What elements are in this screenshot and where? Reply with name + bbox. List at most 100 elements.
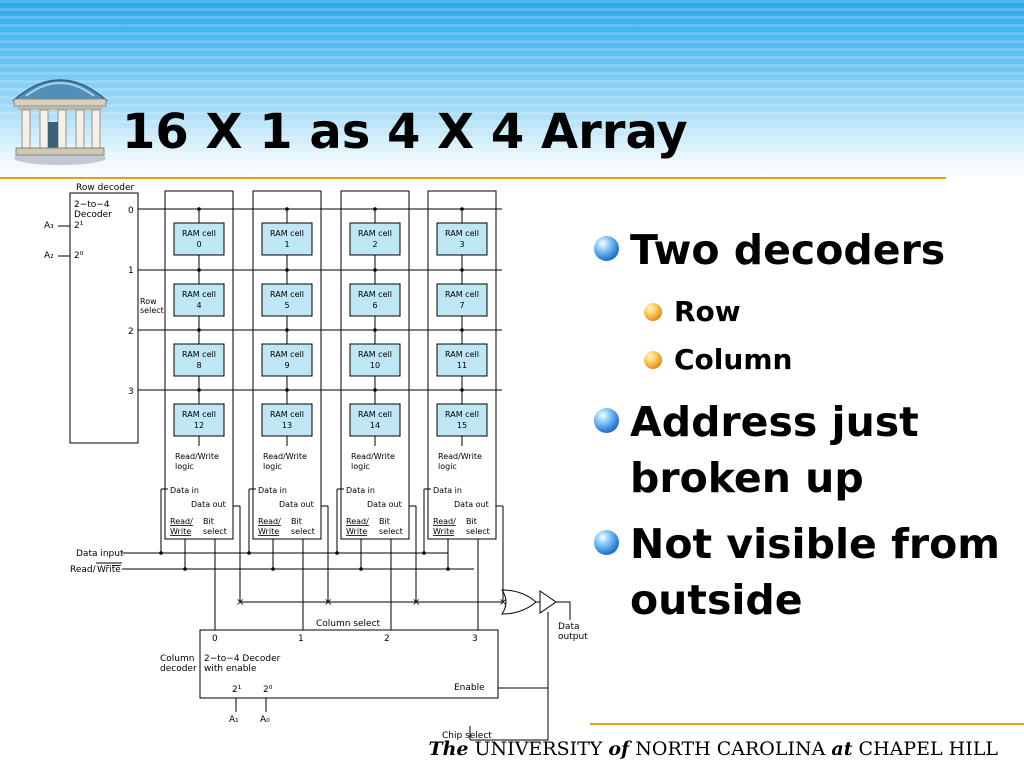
svg-text:RAM cell: RAM cell — [182, 290, 216, 299]
svg-text:0: 0 — [128, 206, 134, 216]
svg-text:with enable: with enable — [204, 664, 257, 674]
svg-text:3: 3 — [128, 387, 134, 397]
university-footer: The UNIVERSITY of NORTH CAROLINA at CHAP… — [428, 738, 998, 760]
svg-text:RAM cell: RAM cell — [182, 410, 216, 419]
svg-text:8: 8 — [196, 361, 201, 370]
svg-text:RAM cell: RAM cell — [358, 290, 392, 299]
a1-label: A₁ — [229, 715, 239, 725]
gold-bullet-icon — [644, 351, 662, 369]
svg-text:5: 5 — [284, 301, 289, 310]
footer-rule — [590, 723, 1024, 725]
a3-label: A₃ — [44, 221, 54, 231]
svg-text:Data out: Data out — [454, 500, 489, 509]
svg-text:Read/Write: Read/Write — [351, 452, 395, 461]
svg-text:Write: Write — [97, 565, 121, 575]
svg-text:2−to−4 Decoder: 2−to−4 Decoder — [204, 654, 281, 664]
svg-text:RAM cell: RAM cell — [358, 410, 392, 419]
bullet-address: Address just broken up — [592, 394, 1012, 506]
ram-cell-4 — [173, 283, 225, 317]
ram-cell-13 — [261, 403, 313, 437]
svg-text:Bit: Bit — [379, 517, 390, 526]
svg-text:×: × — [499, 597, 507, 608]
ram-cell-5 — [261, 283, 313, 317]
svg-text:RAM cell: RAM cell — [270, 290, 304, 299]
svg-text:logic: logic — [438, 462, 457, 471]
ram-cell-3 — [436, 222, 488, 256]
svg-text:Bit: Bit — [466, 517, 477, 526]
slide-title: 16 X 1 as 4 X 4 Array — [122, 104, 688, 160]
svg-text:RAM cell: RAM cell — [445, 410, 479, 419]
svg-text:select: select — [379, 527, 403, 536]
bullet-two-decoders: Two decoders — [592, 222, 1012, 278]
svg-text:RAM cell: RAM cell — [445, 229, 479, 238]
svg-text:2−to−4: 2−to−4 — [74, 200, 110, 210]
svg-text:3: 3 — [472, 634, 478, 644]
svg-text:logic: logic — [175, 462, 194, 471]
header-background — [0, 0, 1024, 178]
svg-text:0: 0 — [196, 240, 201, 249]
svg-text:RAM cell: RAM cell — [270, 410, 304, 419]
svg-text:10: 10 — [370, 361, 380, 370]
svg-text:RAM cell: RAM cell — [270, 350, 304, 359]
svg-text:13: 13 — [282, 421, 292, 430]
svg-text:4: 4 — [196, 301, 201, 310]
column-group-0 — [164, 190, 234, 540]
column-select-label: Column select — [316, 619, 381, 629]
svg-text:3: 3 — [459, 240, 464, 249]
svg-text:Row: Row — [140, 297, 157, 306]
svg-text:RAM cell: RAM cell — [358, 229, 392, 238]
svg-text:Read/: Read/ — [433, 517, 456, 526]
svg-text:Read/: Read/ — [170, 517, 193, 526]
svg-text:2: 2 — [384, 634, 390, 644]
svg-text:Decoder: Decoder — [74, 210, 112, 220]
svg-text:select: select — [203, 527, 227, 536]
svg-text:11: 11 — [457, 361, 467, 370]
old-well-logo — [11, 79, 108, 165]
svg-text:logic: logic — [351, 462, 370, 471]
bullet-row: Row — [592, 288, 1012, 336]
svg-text:Bit: Bit — [291, 517, 302, 526]
svg-text:1: 1 — [284, 240, 289, 249]
ram-cell-2 — [349, 222, 401, 256]
ram-cell-0 — [173, 222, 225, 256]
ram-cell-11 — [436, 343, 488, 377]
svg-text:Write: Write — [170, 527, 191, 536]
svg-text:Read/Write: Read/Write — [438, 452, 482, 461]
bullet-list: Two decoders Row Column Address just bro… — [592, 222, 1012, 638]
svg-text:1: 1 — [298, 634, 304, 644]
svg-text:Read/Write: Read/Write — [263, 452, 307, 461]
svg-text:Data out: Data out — [191, 500, 226, 509]
svg-text:0: 0 — [212, 634, 218, 644]
svg-text:1: 1 — [128, 266, 134, 276]
svg-text:logic: logic — [263, 462, 282, 471]
svg-text:2⁰: 2⁰ — [263, 685, 273, 695]
svg-text:12: 12 — [194, 421, 204, 430]
ram-cell-14 — [349, 403, 401, 437]
svg-text:RAM cell: RAM cell — [445, 350, 479, 359]
svg-text:select: select — [291, 527, 315, 536]
svg-text:Enable: Enable — [454, 683, 485, 693]
svg-text:Write: Write — [258, 527, 279, 536]
blue-bullet-icon — [594, 236, 619, 261]
svg-text:2: 2 — [128, 327, 134, 337]
ram-cell-6 — [349, 283, 401, 317]
column-group-3 — [427, 190, 497, 540]
svg-text:Read/: Read/ — [258, 517, 281, 526]
svg-text:decoder: decoder — [160, 664, 197, 674]
chip-select-label: Chip select — [442, 731, 492, 741]
svg-text:2⁰: 2⁰ — [74, 251, 84, 261]
svg-text:6: 6 — [372, 301, 377, 310]
svg-text:Read/Write: Read/Write — [175, 452, 219, 461]
svg-text:Write: Write — [346, 527, 367, 536]
blue-bullet-icon — [594, 530, 619, 555]
svg-text:Data in: Data in — [170, 486, 199, 495]
svg-text:Read/: Read/ — [346, 517, 369, 526]
svg-text:Data in: Data in — [346, 486, 375, 495]
svg-text:14: 14 — [370, 421, 380, 430]
svg-text:RAM cell: RAM cell — [358, 350, 392, 359]
ram-cell-12 — [173, 403, 225, 437]
svg-text:Data in: Data in — [433, 486, 462, 495]
svg-text:Column: Column — [160, 654, 194, 664]
svg-text:2¹: 2¹ — [74, 221, 84, 231]
